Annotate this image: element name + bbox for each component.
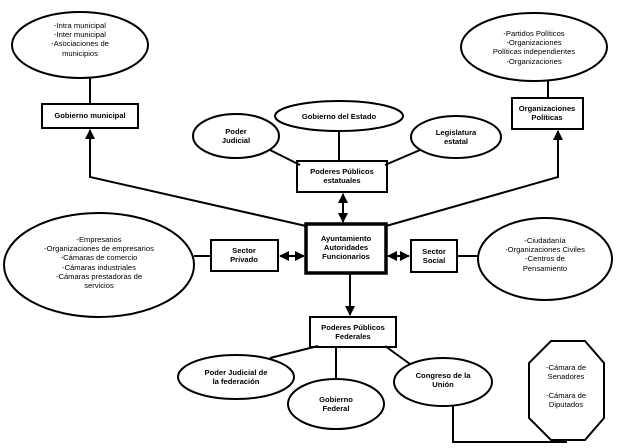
poderes-federales-label: Poderes Públicos Federales (321, 323, 385, 342)
ayuntamiento-label: Ayuntamiento Autoridades Funcionarios (320, 234, 372, 262)
privado-list: -Empresarios -Organizaciones de empresar… (44, 235, 154, 291)
poderes-estatales-label: Poderes Públicos estatuales (310, 167, 374, 186)
poderes-federales-box (309, 316, 397, 348)
connector-congreso (384, 345, 411, 365)
arrow-to-organizaciones-politicas (385, 130, 563, 227)
poder-judicial-ellipse (192, 113, 280, 159)
organizaciones-politicas-label: Organizaciones Políticas (518, 104, 576, 123)
camaras-octagon (528, 340, 605, 441)
privado-list-ellipse (3, 212, 195, 318)
poder-judicial-federacion-label: Poder Judicial de la federación (204, 368, 268, 387)
poderes-estatales-box (296, 160, 388, 193)
sector-privado-label: Sector Privado (230, 246, 258, 265)
connector-legislatura (384, 149, 421, 166)
social-list-ellipse (477, 217, 613, 301)
poder-judicial-label: Poder Judicial (221, 127, 251, 146)
sector-social-label: Sector Social (422, 247, 446, 266)
gobierno-municipal-label: Gobierno municipal (54, 111, 126, 120)
politicas-list-ellipse (460, 12, 608, 82)
gobierno-estado-label: Gobierno del Estado (301, 112, 377, 121)
gobierno-municipal-list: -Intra municipal -Inter municipal -Asoci… (51, 21, 109, 58)
poder-judicial-federacion-ellipse (177, 354, 295, 400)
connector-congreso-camaras (452, 405, 567, 443)
gobierno-federal-label: Gobierno Federal (319, 395, 353, 414)
politicas-list: -Partidos Políticos -Organizaciones Polí… (492, 29, 576, 66)
congreso-ellipse (393, 357, 493, 407)
connector-judicial (269, 149, 301, 166)
legislatura-label: Legislatura estatal (435, 128, 477, 147)
arrow-to-gobierno-municipal (85, 129, 307, 227)
gobierno-municipal-list-ellipse (11, 11, 149, 79)
camaras-list: -Cámara de Senadores -Cámara de Diputado… (545, 363, 587, 409)
congreso-label: Congreso de la Unión (415, 371, 471, 390)
connector-judicial-federacion (269, 345, 319, 359)
legislatura-ellipse (410, 115, 502, 159)
sector-privado-box (210, 239, 279, 272)
social-list: -Ciudadanía -Organizaciones Civiles -Cen… (505, 236, 585, 273)
ayuntamiento-box (304, 222, 388, 275)
